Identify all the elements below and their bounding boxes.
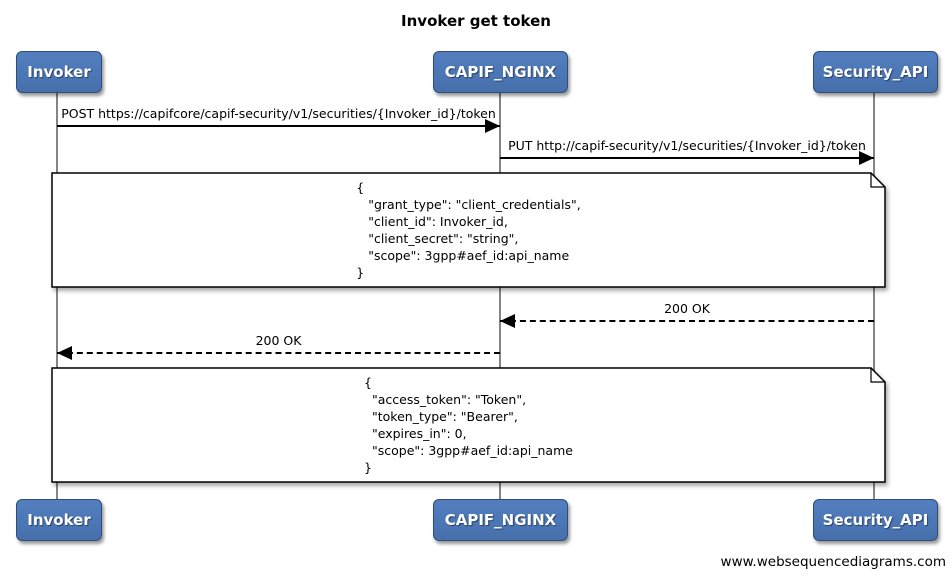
message-label: 200 OK [255, 333, 302, 348]
message-200-ok-nginx-to-invoker: 200 OK [57, 333, 500, 367]
note-border [51, 172, 886, 288]
actor-label: Security_API [822, 511, 929, 529]
message-200-ok-security-to-nginx: 200 OK [500, 301, 874, 335]
watermark-text: www.websequencediagrams.com [720, 554, 946, 570]
actor-label: Invoker [27, 511, 91, 529]
note-text: { "access_token": "Token", "token_type":… [364, 375, 573, 475]
lifeline-capif-nginx [499, 91, 501, 500]
diagram-title: Invoker get token [401, 12, 551, 30]
message-line [500, 157, 874, 159]
message-line [500, 320, 874, 322]
arrowhead-right-icon [485, 119, 500, 133]
note-token-response-body: { "access_token": "Token", "token_type":… [51, 367, 886, 483]
actor-capif-nginx-bottom: CAPIF_NGINX [433, 499, 568, 541]
message-line [57, 125, 500, 127]
message-label: 200 OK [664, 301, 710, 316]
message-label: PUT http://capif-security/v1/securities/… [508, 138, 866, 153]
arrowhead-left-icon [500, 314, 515, 328]
message-label: POST https://capifcore/capif-security/v1… [61, 106, 496, 121]
message-put-securities-token: PUT http://capif-security/v1/securities/… [500, 138, 874, 172]
arrowhead-right-icon [859, 151, 874, 165]
note-token-request-body: { "grant_type": "client_credentials", "c… [51, 172, 886, 288]
actor-label: Security_API [822, 63, 929, 81]
note-text: { "grant_type": "client_credentials", "c… [356, 180, 581, 280]
arrowhead-left-icon [57, 346, 72, 360]
actor-security-api-bottom: Security_API [813, 499, 938, 541]
actor-label: CAPIF_NGINX [444, 511, 557, 529]
message-post-securities-token: POST https://capifcore/capif-security/v1… [57, 106, 500, 140]
actor-label: CAPIF_NGINX [444, 63, 557, 81]
actor-security-api-top: Security_API [813, 51, 938, 93]
actor-invoker-bottom: Invoker [16, 499, 102, 541]
note-border [51, 367, 886, 483]
actor-label: Invoker [27, 63, 91, 81]
actor-capif-nginx-top: CAPIF_NGINX [433, 51, 568, 93]
message-line [57, 352, 500, 354]
lifeline-invoker [56, 91, 58, 500]
actor-invoker-top: Invoker [16, 51, 102, 93]
lifeline-security-api [873, 91, 875, 500]
